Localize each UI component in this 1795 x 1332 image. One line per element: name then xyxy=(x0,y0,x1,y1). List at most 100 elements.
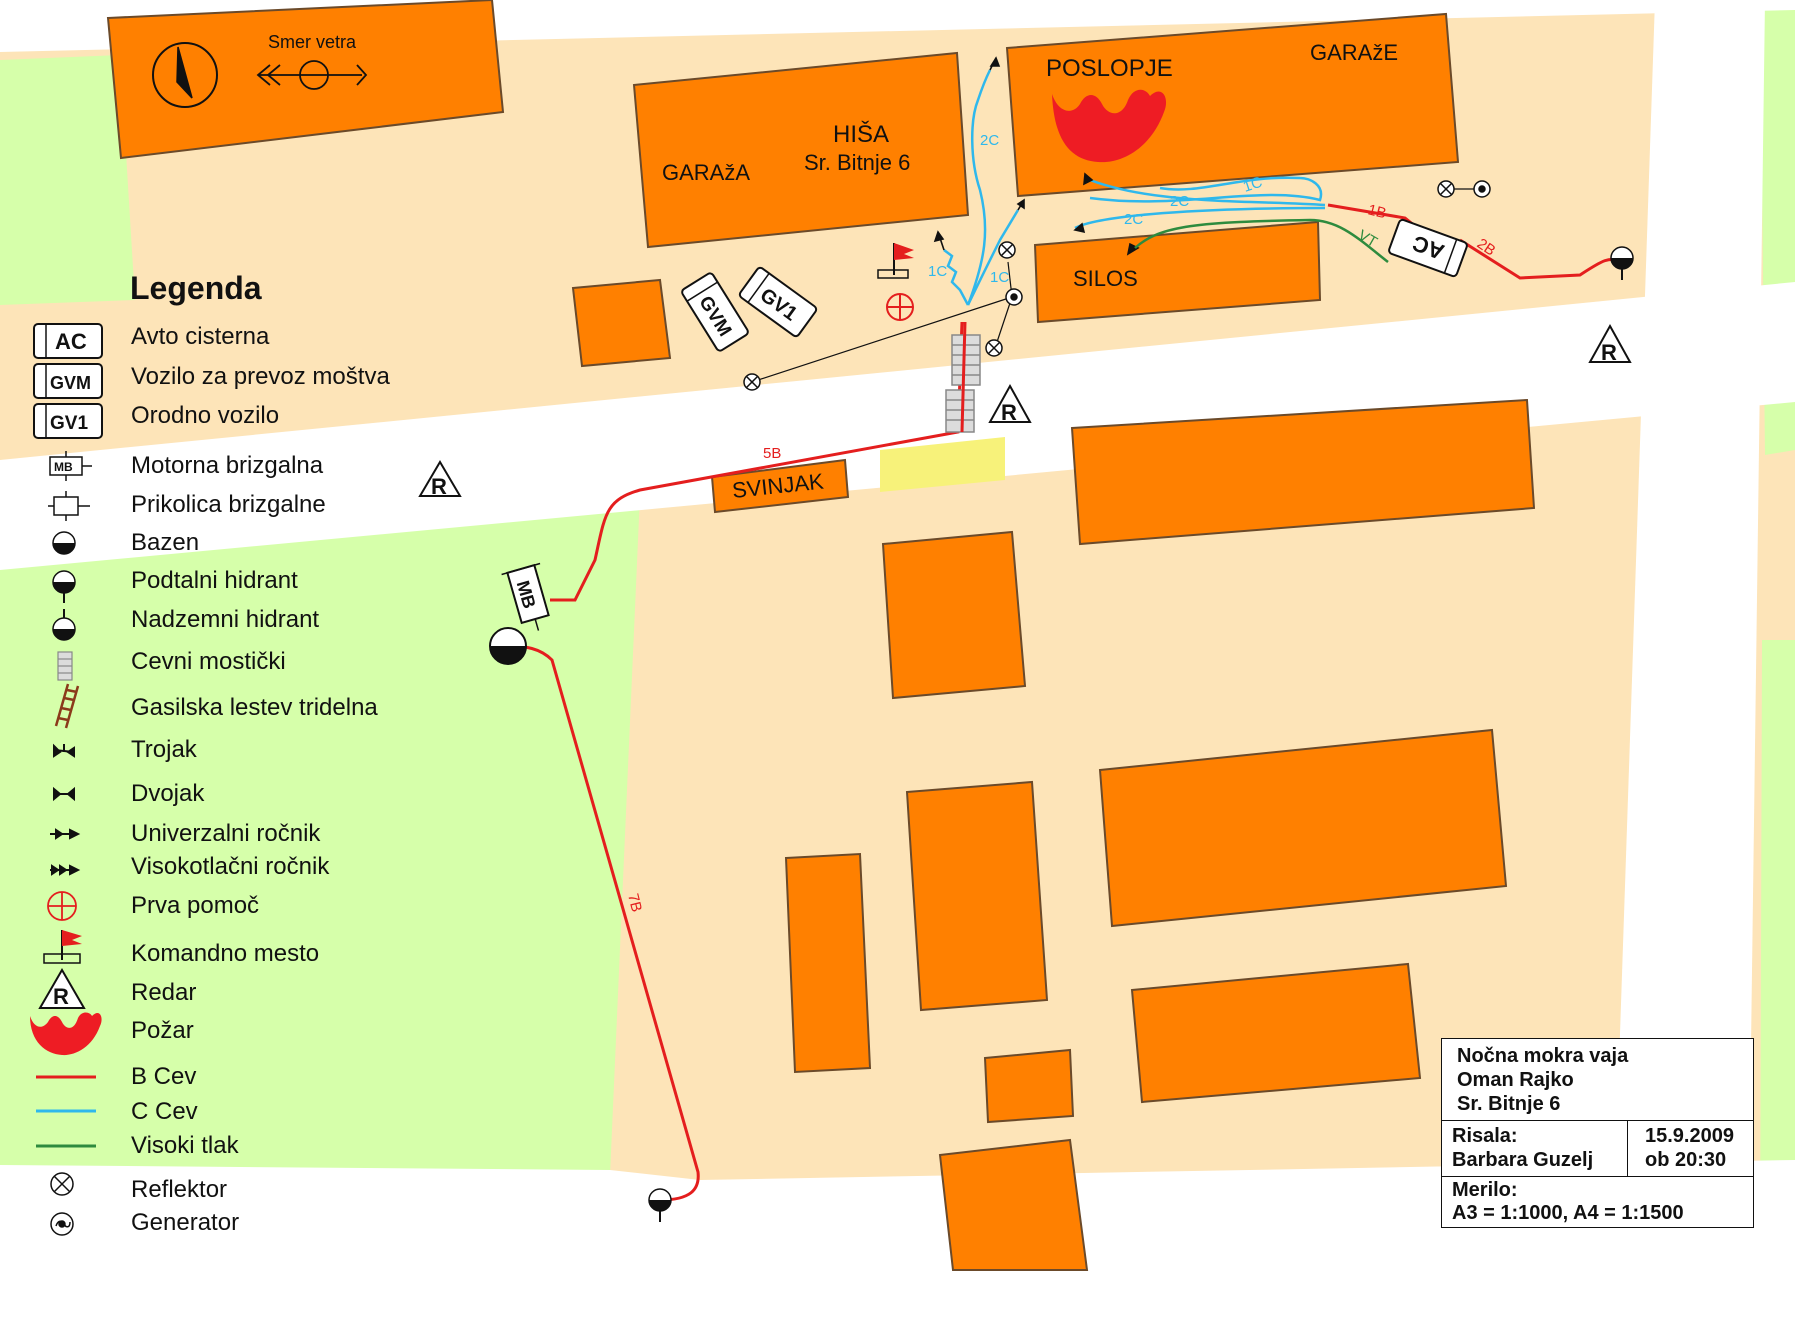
legend-label-three-way: Trojak xyxy=(131,736,197,763)
bottom-road xyxy=(0,1160,1795,1332)
wind-direction-icon xyxy=(256,60,368,90)
reflector-icon xyxy=(998,241,1016,259)
drawing-date: 15.9.2009 xyxy=(1645,1125,1734,1147)
reflector-cable xyxy=(751,296,1013,383)
ac-truck-icon: AC xyxy=(1388,218,1468,278)
nozzle-icon xyxy=(1126,242,1140,256)
hose-bridge-icon xyxy=(57,651,73,681)
hose-bridge-icon xyxy=(945,389,975,433)
drawing-time: ob 20:30 xyxy=(1645,1149,1727,1171)
building-top-left xyxy=(106,0,505,160)
building-east-3 xyxy=(1130,962,1422,1104)
motor-pump-icon: MB xyxy=(49,451,92,481)
drawn-by-name: Barbara Guzelj xyxy=(1452,1149,1594,1171)
building-bottom xyxy=(938,1138,1089,1271)
c-hose-2c-north xyxy=(966,69,992,306)
legend-label-two-way: Dvojak xyxy=(131,780,205,807)
nozzle-icon xyxy=(1083,172,1094,186)
legend-label-command: Komandno mesto xyxy=(131,940,320,967)
label-house-address: Sr. Bitnje 6 xyxy=(804,150,910,175)
nozzle-icon xyxy=(989,56,1001,71)
svg-text:R: R xyxy=(53,984,69,1009)
building-small-mid xyxy=(983,1048,1075,1124)
yellow-patch xyxy=(880,437,1005,492)
command-flag-icon xyxy=(43,930,82,964)
grass-left xyxy=(0,495,640,1175)
command-flag-icon xyxy=(877,243,914,279)
generator-icon xyxy=(1005,288,1023,306)
nozzle-icon xyxy=(1016,198,1025,211)
legend-label-underground-hydrant: Podtalni hidrant xyxy=(131,567,298,594)
title-line-2: Oman Rajko xyxy=(1457,1069,1574,1091)
legend-label-generator: Generator xyxy=(131,1209,240,1236)
hose-label-7b: 7B xyxy=(624,892,645,914)
building-small-left xyxy=(571,278,672,368)
hose-label-2c-silo: 2C xyxy=(1124,211,1143,228)
legend-label-c-hose: C Cev xyxy=(131,1098,198,1125)
legend-label-hp-hose: Visoki tlak xyxy=(131,1132,239,1159)
redar-icon: R xyxy=(1588,323,1632,365)
legend-label-gv1: Orodno vozilo xyxy=(131,402,280,429)
building-east-2 xyxy=(1098,728,1508,928)
c-hose-2c-silo xyxy=(1074,206,1326,230)
legend-title: Legenda xyxy=(130,270,262,306)
legend-label-pump-trailer: Prikolica brizgalne xyxy=(131,491,326,518)
legend-panel: Legenda ac-truck-icon AC GVM GV1 MB xyxy=(0,0,440,1270)
legend-label-pool: Bazen xyxy=(131,529,200,556)
underground-hydrant-icon xyxy=(1610,246,1634,280)
motor-pump-icon: MB xyxy=(501,562,550,631)
two-way-icon xyxy=(53,786,75,802)
building-narrow xyxy=(784,852,872,1074)
reflector-cable xyxy=(994,296,1013,349)
label-building: POSLOPJE xyxy=(1046,55,1173,82)
ladder-icon xyxy=(54,683,80,729)
legend-label-hp-nozzle: Visokotlačni ročnik xyxy=(131,853,330,880)
reflector-icon xyxy=(985,339,1003,357)
legend-label-overground-hydrant: Nadzemni hidrant xyxy=(131,606,320,633)
scale-label: Merilo: xyxy=(1452,1179,1518,1201)
svg-text:R: R xyxy=(431,474,447,499)
building-mid-2 xyxy=(905,780,1049,1012)
grass-top-left xyxy=(0,55,135,305)
hp-hose-vt xyxy=(1134,218,1389,263)
building-silo xyxy=(1033,220,1322,324)
generator-icon xyxy=(50,1212,74,1236)
redar-icon: R xyxy=(418,460,462,499)
reflector-icon xyxy=(50,1172,74,1196)
svg-text:R: R xyxy=(1001,400,1017,425)
underground-hydrant-icon xyxy=(52,570,76,603)
legend-label-redar: Redar xyxy=(131,979,197,1006)
hose-bridge-icon xyxy=(951,334,981,386)
building-house xyxy=(632,51,970,249)
side-road-right xyxy=(1612,0,1765,1270)
legend-label-gvm: Vozilo za prevoz moštva xyxy=(131,363,390,390)
redar-icon: R xyxy=(988,383,1032,425)
title-divider xyxy=(1442,1176,1753,1177)
hose-label-1b: 1B xyxy=(1366,201,1388,222)
hp-nozzle-icon xyxy=(50,864,81,876)
b-hose-bridge-segment xyxy=(960,321,967,433)
svg-text:GV1: GV1 xyxy=(50,413,88,434)
drawn-by-label: Risala: xyxy=(1452,1125,1518,1147)
hose-label-2c-north: 2C xyxy=(980,132,999,149)
gv1-vehicle-icon: GV1 xyxy=(33,403,103,439)
legend-label-first-aid: Prva pomoč xyxy=(131,892,260,919)
pump-trailer-icon xyxy=(48,491,90,521)
universal-nozzle-icon xyxy=(50,828,81,840)
hose-label-2c-east: 2C xyxy=(1170,193,1189,210)
b-hose-5b xyxy=(550,321,964,602)
nozzle-icon xyxy=(933,230,945,251)
wind-label: Smer vetra xyxy=(268,32,357,52)
hose-label-1c-east: 1C xyxy=(1241,174,1265,196)
fire-icon xyxy=(1052,89,1167,163)
svg-text:R: R xyxy=(1601,340,1617,365)
svg-text:AC: AC xyxy=(55,329,87,354)
title-vertical-divider xyxy=(1627,1120,1628,1176)
c-hose-1c-east xyxy=(1089,176,1323,203)
legend-label-motor-pump: Motorna brizgalna xyxy=(131,452,324,479)
legend-label-universal-nozzle: Univerzalni ročnik xyxy=(131,820,321,847)
first-aid-icon xyxy=(47,891,77,921)
title-line-1: Nočna mokra vaja xyxy=(1457,1045,1629,1067)
nozzle-icon xyxy=(1073,222,1086,234)
legend-label-ladder: Gasilska lestev tridelna xyxy=(131,694,378,721)
